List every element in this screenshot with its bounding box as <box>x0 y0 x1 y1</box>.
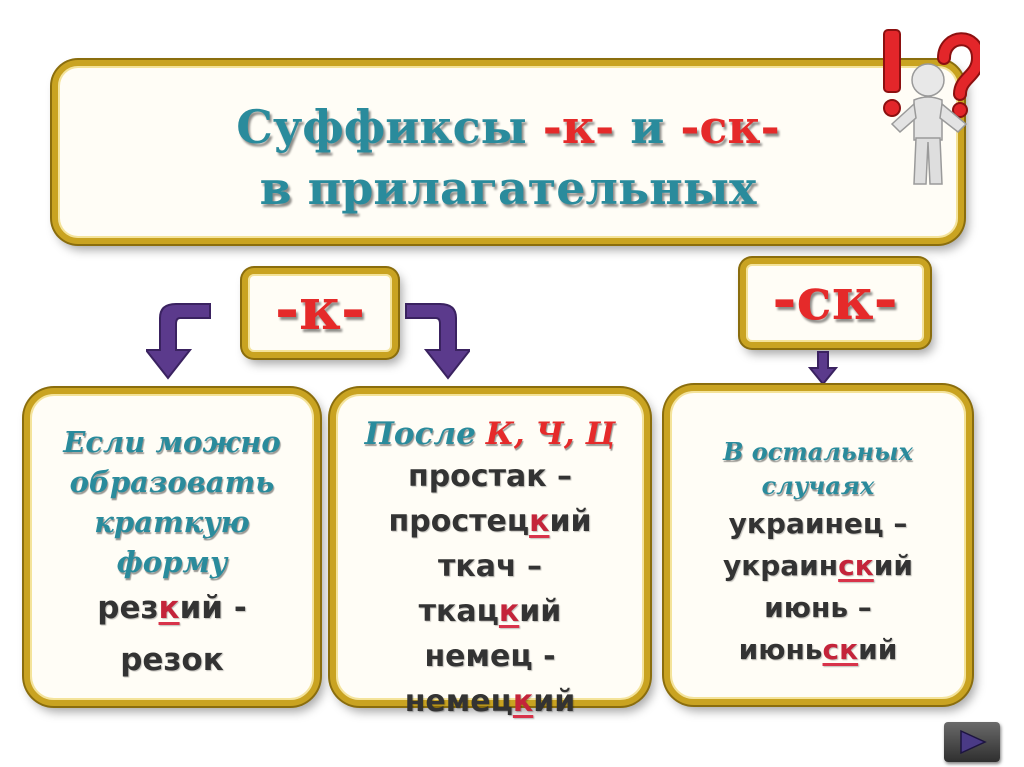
short-form-rule: Если можно образовать краткую форму <box>30 422 314 582</box>
rule-line: случаях <box>670 469 966 503</box>
title-line-1: Суффиксы -к- и -ск- <box>58 100 958 154</box>
example-post: ий - <box>180 590 247 626</box>
example-pre: украин <box>723 549 838 582</box>
title-word-suffixes: Суффиксы <box>236 100 527 154</box>
title-suffix-sk: -ск- <box>680 100 779 154</box>
example-word: июнь – <box>670 587 966 629</box>
example-pre: немец - <box>424 639 555 674</box>
example-pre: украинец – <box>729 507 908 540</box>
card-short-form: Если можно образовать краткую форму резк… <box>24 388 320 706</box>
short-form-examples: резкий - резок <box>30 582 314 686</box>
rule-line: Если можно <box>30 422 314 462</box>
suffix-highlight: ск <box>838 549 874 582</box>
example-word: ткач – <box>336 544 644 589</box>
arrow-right-down-icon <box>400 300 470 382</box>
exclamation-icon <box>884 30 900 116</box>
title-line-2: в прилагательных <box>58 161 958 215</box>
suffix-k-box: -к- <box>242 268 398 358</box>
rule-line: образовать <box>30 462 314 502</box>
rule-line: краткую <box>30 502 314 542</box>
example-pre: немец <box>405 684 513 719</box>
example-post: ий <box>519 594 561 629</box>
other-cases-examples: украинец – украинский июнь – июньский <box>670 503 966 671</box>
next-slide-button[interactable] <box>944 722 1000 762</box>
arrow-left-down-icon <box>146 300 216 382</box>
heading-letters: К, Ч, Ц <box>486 416 616 452</box>
example-pre: рез <box>97 590 158 626</box>
example-word: украинец – <box>670 503 966 545</box>
suffix-highlight: к <box>499 594 519 629</box>
example-pre: простак – <box>408 459 572 494</box>
suffix-k-label: -к- <box>275 275 365 343</box>
next-slide-icon <box>957 729 987 755</box>
card-other-cases: В остальных случаях украинец – украински… <box>664 385 972 705</box>
suffix-sk-label: -ск- <box>772 265 897 333</box>
heading-prefix: После <box>365 416 476 452</box>
after-letters-heading: После К, Ч, Ц <box>336 414 644 454</box>
example-word: немец - <box>336 634 644 679</box>
example-word: простак – <box>336 454 644 499</box>
rule-line: форму <box>30 542 314 582</box>
example-word: украинский <box>670 545 966 587</box>
example-word: простецкий <box>336 499 644 544</box>
suffix-sk-box: -ск- <box>740 258 930 348</box>
example-word: июньский <box>670 629 966 671</box>
suffix-highlight: к <box>513 684 533 719</box>
suffix-highlight: ск <box>823 633 859 666</box>
example-pre: июнь <box>739 633 823 666</box>
example-word: резок <box>30 634 314 686</box>
example-pre: ткач – <box>438 549 542 584</box>
card-after-k-ch-ts: После К, Ч, Ц простак – простецкий ткач … <box>330 388 650 706</box>
title-suffix-k: -к- <box>543 100 614 154</box>
example-post: ий <box>533 684 575 719</box>
rule-line: В остальных <box>670 435 966 469</box>
example-word: ткацкий <box>336 589 644 634</box>
example-pre: июнь – <box>764 591 872 624</box>
suffix-highlight: к <box>159 590 180 626</box>
arrow-down-icon <box>808 350 838 386</box>
example-post: ий <box>858 633 897 666</box>
title-word-and: и <box>630 100 664 154</box>
example-word: резкий - <box>30 582 314 634</box>
suffix-highlight: к <box>529 504 549 539</box>
thinking-figure-icon <box>880 28 980 190</box>
example-post: ий <box>874 549 913 582</box>
title-box: Суффиксы -к- и -ск- в прилагательных <box>52 60 964 244</box>
example-pre: ткац <box>419 594 499 629</box>
question-icon <box>944 39 978 117</box>
after-letters-examples: простак – простецкий ткач – ткацкий неме… <box>336 454 644 724</box>
example-post: ий <box>549 504 591 539</box>
example-pre: простец <box>389 504 530 539</box>
example-word: немецкий <box>336 679 644 724</box>
other-cases-rule: В остальных случаях <box>670 435 966 503</box>
